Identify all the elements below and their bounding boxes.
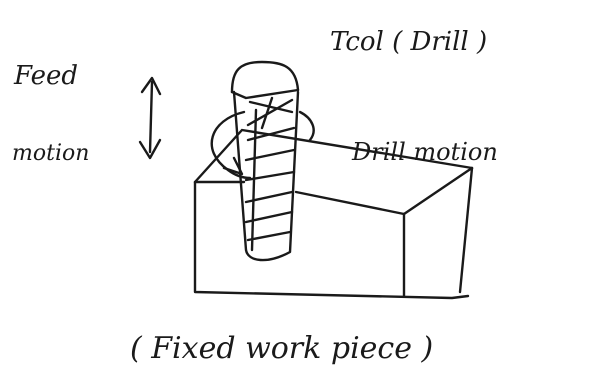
workpiece-label: ( Fixed work piece ) <box>130 331 433 366</box>
drill-motion-label: Drill motion <box>351 138 498 166</box>
feed-motion-label: motion <box>12 141 89 166</box>
drill-bit <box>232 62 298 260</box>
feed-label: Feed <box>13 61 78 91</box>
tool-label: Tcol ( Drill ) <box>330 27 487 57</box>
feed-arrow-icon <box>140 78 160 158</box>
